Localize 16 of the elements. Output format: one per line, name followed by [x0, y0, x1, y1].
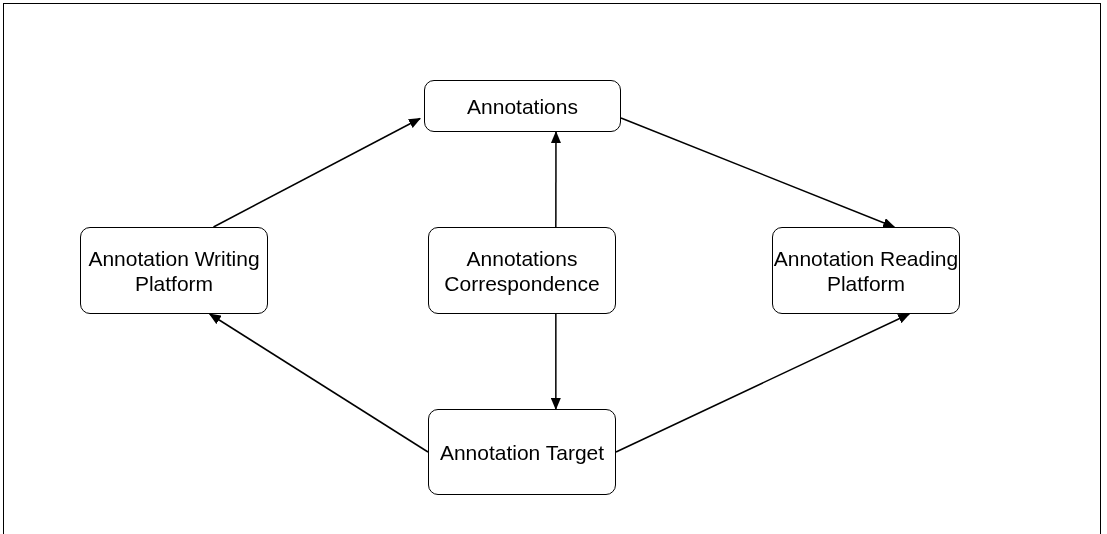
box-label: Annotation Reading Platform [773, 245, 959, 296]
arrow [208, 313, 429, 453]
process-box [424, 80, 621, 132]
process-box [428, 227, 616, 314]
process-box [772, 227, 960, 314]
arrow [615, 313, 911, 453]
arrow [550, 131, 561, 228]
arrow [212, 117, 421, 228]
box-label: Annotation Writing Platform [87, 245, 261, 296]
box-label: Annotations Correspondence [443, 245, 601, 296]
box-label: Annotation Target [439, 439, 605, 465]
arrow [620, 117, 896, 228]
box-label: Annotations [467, 93, 578, 119]
process-box [428, 409, 616, 495]
arrow [550, 313, 561, 410]
process-box [80, 227, 268, 314]
